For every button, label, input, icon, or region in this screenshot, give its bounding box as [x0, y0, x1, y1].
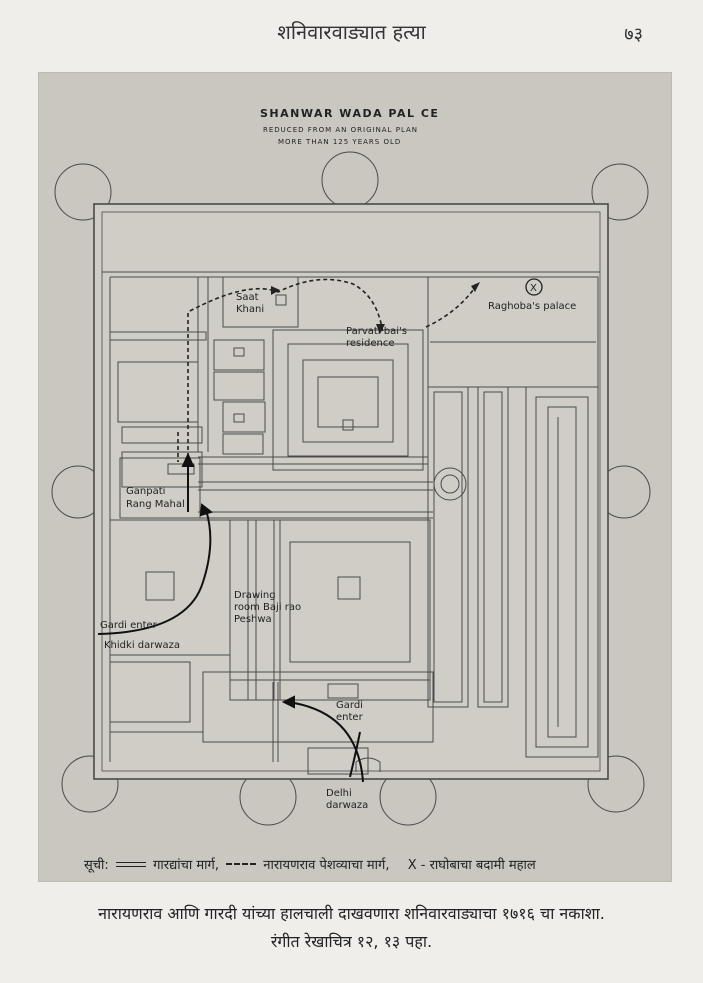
label-delhi-2: darwaza — [326, 800, 368, 811]
plan-subtitle-1: REDUCED FROM AN ORIGINAL PLAN — [263, 126, 418, 134]
legend-solid-line-swatch — [115, 861, 146, 867]
central-court — [272, 329, 424, 471]
label-gardi-left-1: Gardi enter — [100, 620, 158, 631]
bastion-bottom-left — [61, 755, 119, 813]
label-saat-khani-2: Khani — [236, 304, 264, 315]
legend-solid-label: गारद्यांचा मार्ग, — [153, 858, 219, 873]
legend-x-label: X - राघोबाचा बदामी महाल — [407, 858, 536, 873]
page-header: शनिवारवाड्यात हत्या ७३ — [0, 14, 703, 48]
legend-prefix: सूची: — [84, 858, 109, 873]
raghoba-x-marker — [525, 278, 543, 296]
label-delhi-1: Delhi — [326, 788, 352, 799]
label-parvati-2: residence — [346, 338, 395, 349]
gardi-path-left — [97, 509, 212, 635]
caption-line-2: रंगीत रेखाचित्र १२, १३ पहा. — [270, 932, 433, 951]
label-ganpati-2: Rang Mahal — [126, 499, 185, 510]
plan-subtitle-2: MORE THAN 125 YEARS OLD — [278, 138, 401, 146]
bastion-top-mid — [321, 151, 379, 209]
gardi-path-bottom — [287, 701, 364, 783]
legend-dash-label: नारायणराव पेशव्याचा मार्ग, — [263, 858, 390, 873]
legend-dash-line-swatch — [226, 863, 257, 865]
label-gardi-left-2: Khidki darwaza — [104, 640, 180, 651]
bastion-top-right — [591, 163, 649, 221]
palace-floor-plan: SHANWAR WADA PAL CE REDUCED FROM AN ORIG… — [51, 107, 651, 826]
label-ganpati-1: Ganpati — [126, 486, 165, 497]
ganpati-rang-mahal — [119, 457, 201, 519]
caption-line-1: नारायणराव आणि गारदी यांच्या हालचाली दाखव… — [98, 904, 605, 923]
bastion-top-left — [54, 163, 112, 221]
page-number: ७३ — [624, 24, 643, 45]
label-drawing-3: Peshwa — [234, 614, 272, 625]
running-title: शनिवारवाड्यात हत्या — [277, 20, 426, 44]
label-drawing-2: room Baji rao — [234, 602, 301, 613]
label-parvati-1: Parvati bai's — [346, 326, 407, 337]
label-gardi-bottom-2: enter — [336, 712, 364, 723]
outer-wall — [93, 203, 609, 780]
plan-title: SHANWAR WADA PAL CE — [260, 107, 439, 120]
label-raghoba-x: X — [530, 283, 537, 294]
narayanrao-path — [187, 278, 384, 457]
bastion-bottom-right — [587, 755, 645, 813]
label-drawing-1: Drawing — [234, 590, 276, 601]
legend: सूची: गारद्यांचा मार्ग, नारायणराव पेशव्य… — [84, 855, 644, 879]
label-saat-khani-1: Saat — [236, 292, 259, 303]
plan-plate: SHANWAR WADA PAL CE REDUCED FROM AN ORIG… — [38, 72, 672, 882]
saat-khani — [222, 276, 299, 328]
raghoba-palace — [427, 276, 599, 388]
lotus-fountain — [433, 467, 467, 501]
label-gardi-bottom-1: Gardi — [336, 700, 363, 711]
label-raghoba-palace: Raghoba's palace — [488, 301, 576, 312]
